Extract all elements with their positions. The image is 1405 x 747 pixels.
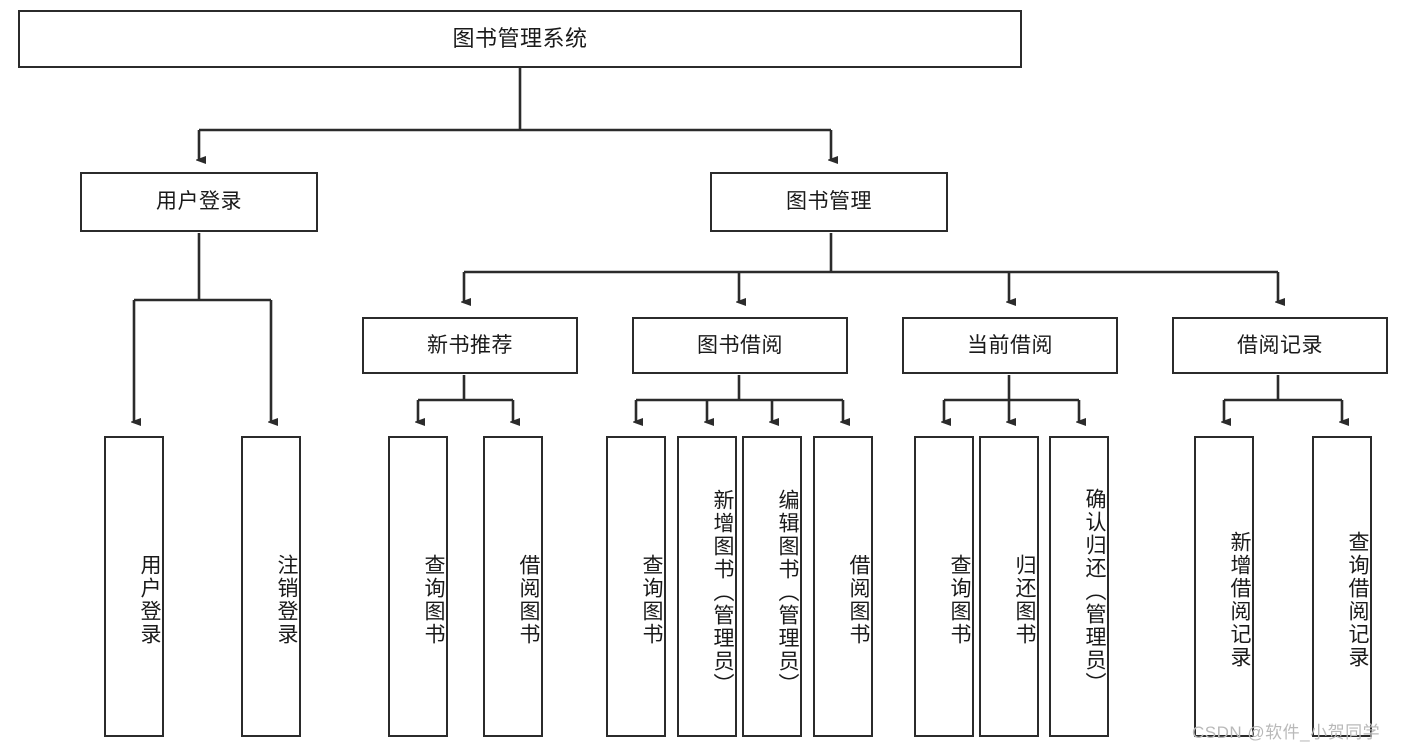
leaf-user-login[interactable]: 用户登录	[104, 436, 164, 737]
leaf-borrow-add-book[interactable]: 新增图书（管理员）	[677, 436, 737, 737]
leaf-borrow-edit-book[interactable]: 编辑图书（管理员）	[742, 436, 802, 737]
node-current-borrow[interactable]: 当前借阅	[902, 317, 1118, 374]
leaf-borrow-query-book[interactable]: 查询图书	[606, 436, 666, 737]
node-borrow-records[interactable]: 借阅记录	[1172, 317, 1388, 374]
node-user-login[interactable]: 用户登录	[80, 172, 318, 232]
leaf-current-query-book[interactable]: 查询图书	[914, 436, 974, 737]
leaf-user-logout[interactable]: 注销登录	[241, 436, 301, 737]
leaf-record-query[interactable]: 查询借阅记录	[1312, 436, 1372, 737]
leaf-new-book-borrow[interactable]: 借阅图书	[483, 436, 543, 737]
leaf-borrow-borrow-book[interactable]: 借阅图书	[813, 436, 873, 737]
node-new-book-recommend[interactable]: 新书推荐	[362, 317, 578, 374]
leaf-record-add[interactable]: 新增借阅记录	[1194, 436, 1254, 737]
node-book-management[interactable]: 图书管理	[710, 172, 948, 232]
node-root[interactable]: 图书管理系统	[18, 10, 1022, 68]
leaf-current-confirm-return[interactable]: 确认归还（管理员）	[1049, 436, 1109, 737]
watermark-text: CSDN @软件_小贺同学	[1192, 723, 1381, 742]
leaf-new-book-query[interactable]: 查询图书	[388, 436, 448, 737]
node-book-borrow[interactable]: 图书借阅	[632, 317, 848, 374]
leaf-current-return-book[interactable]: 归还图书	[979, 436, 1039, 737]
